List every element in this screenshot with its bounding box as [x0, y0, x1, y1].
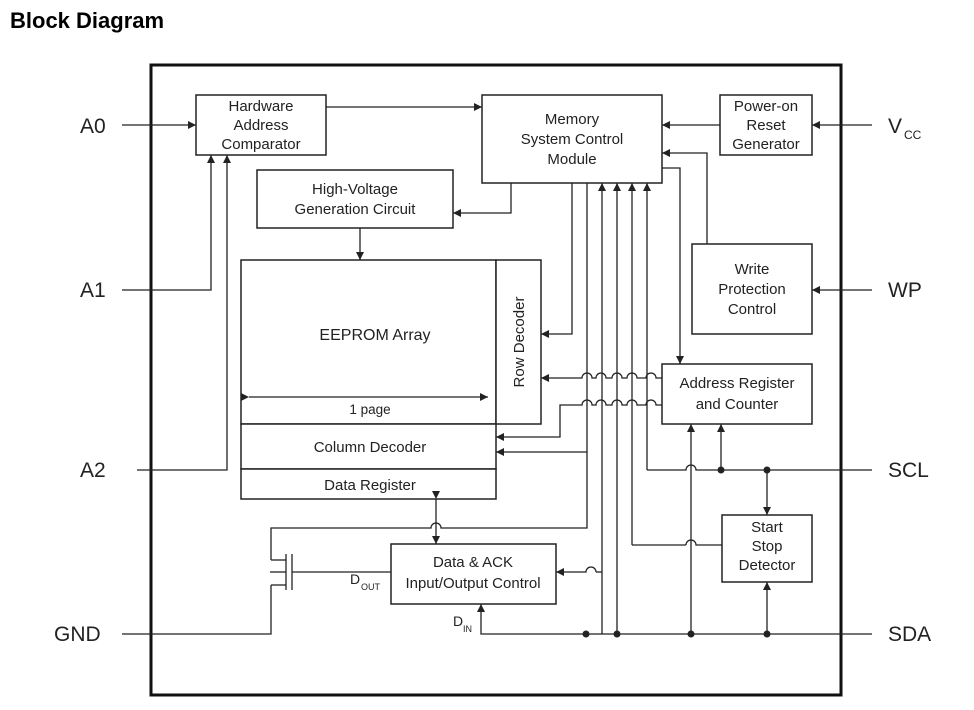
svg-text:Comparator: Comparator: [221, 136, 300, 153]
page-title: Block Diagram: [10, 8, 165, 33]
svg-text:Protection: Protection: [718, 281, 786, 298]
data-register-block: Data Register: [240, 468, 497, 500]
din-label: D: [453, 613, 463, 629]
memory-system-control-block: Memory System Control Module: [481, 94, 663, 184]
data-ack-control-block: Data & ACK Input/Output Control: [390, 543, 557, 605]
svg-text:Address Register: Address Register: [679, 375, 794, 392]
hardware-address-comparator-block: Hardware Address Comparator: [195, 94, 327, 156]
svg-text:Address: Address: [233, 117, 288, 134]
svg-text:and Counter: and Counter: [696, 396, 779, 413]
svg-text:Stop: Stop: [752, 538, 783, 555]
row-decoder-block: Row Decoder: [495, 259, 542, 425]
eeprom-array-block: EEPROM Array 1 page: [240, 259, 497, 425]
pin-sda: SDA: [888, 623, 931, 646]
pin-a2: A2: [80, 459, 106, 482]
svg-text:High-Voltage: High-Voltage: [312, 181, 398, 198]
svg-text:Generator: Generator: [732, 136, 800, 153]
pin-gnd: GND: [54, 623, 101, 646]
svg-text:System Control: System Control: [521, 131, 624, 148]
svg-text:1 page: 1 page: [349, 402, 390, 417]
dout-subscript: OUT: [361, 582, 381, 592]
start-stop-detector-block: Start Stop Detector: [721, 514, 813, 583]
junction-dots: [582, 466, 771, 638]
svg-text:Row Decoder: Row Decoder: [511, 297, 528, 388]
svg-text:Data Register: Data Register: [324, 477, 416, 494]
pin-scl: SCL: [888, 459, 929, 482]
pin-wp: WP: [888, 279, 922, 302]
svg-text:Input/Output Control: Input/Output Control: [405, 575, 540, 592]
power-on-reset-block: Power-on Reset Generator: [719, 94, 813, 156]
svg-text:Detector: Detector: [739, 557, 796, 574]
column-decoder-block: Column Decoder: [240, 423, 497, 470]
svg-text:Write: Write: [735, 261, 770, 278]
pin-vcc-subscript: CC: [904, 128, 922, 142]
write-protection-block: Write Protection Control: [691, 243, 813, 335]
svg-text:Module: Module: [547, 151, 596, 168]
svg-text:Control: Control: [728, 301, 776, 318]
svg-text:Hardware: Hardware: [228, 98, 293, 115]
svg-text:Memory: Memory: [545, 111, 600, 128]
wiring: [122, 103, 872, 635]
svg-text:EEPROM Array: EEPROM Array: [319, 327, 430, 344]
svg-text:Start: Start: [751, 519, 784, 536]
address-register-block: Address Register and Counter: [661, 363, 813, 425]
chip-outline: [149, 63, 843, 697]
svg-text:Column Decoder: Column Decoder: [314, 439, 427, 456]
pin-a0: A0: [80, 115, 106, 138]
din-subscript: IN: [463, 624, 472, 634]
svg-text:Data & ACK: Data & ACK: [433, 554, 513, 571]
svg-text:Generation Circuit: Generation Circuit: [295, 201, 417, 218]
dout-label: D: [350, 571, 360, 587]
high-voltage-block: High-Voltage Generation Circuit: [256, 169, 454, 229]
svg-text:Reset: Reset: [746, 117, 786, 134]
pin-a1: A1: [80, 279, 106, 302]
svg-text:Power-on: Power-on: [734, 98, 798, 115]
pin-vcc: V: [888, 115, 902, 138]
